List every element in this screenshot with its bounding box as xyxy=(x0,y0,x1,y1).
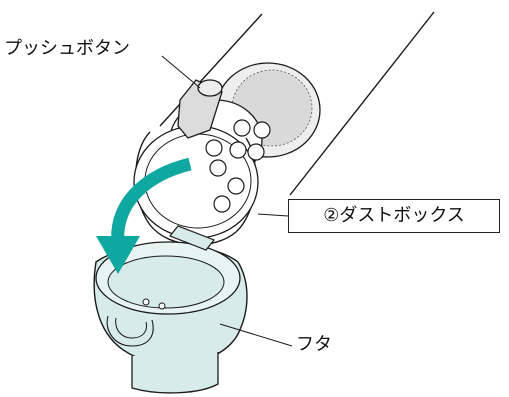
lid-label: フタ xyxy=(296,334,332,355)
push-button-leader xyxy=(161,55,201,89)
vacuum-tube xyxy=(159,11,435,196)
lid-leader xyxy=(219,323,293,347)
arrow-head xyxy=(96,236,140,274)
lid-pin xyxy=(158,302,166,310)
lid-pin xyxy=(142,298,150,306)
dust-box-leader xyxy=(257,213,289,217)
hole xyxy=(233,119,251,137)
lid-bottom-cylinder xyxy=(131,352,219,394)
push-button xyxy=(177,79,223,139)
lid-latch-inner xyxy=(115,317,147,339)
hole xyxy=(205,139,223,157)
lid-latch xyxy=(106,315,154,347)
hole xyxy=(213,195,231,213)
arrow-shaft xyxy=(111,157,192,245)
tube-upper-edge xyxy=(159,13,263,127)
tube-lower-edge xyxy=(289,11,435,196)
lid-hinge xyxy=(169,225,215,251)
push-button-label: プッシュボタン xyxy=(4,38,130,59)
hole xyxy=(253,121,271,139)
dust-box-label: ②ダストボックス xyxy=(288,199,500,233)
hole xyxy=(229,141,247,159)
push-button-top xyxy=(197,79,223,97)
hole xyxy=(209,159,227,177)
lid-inner-ring xyxy=(107,255,225,309)
hole xyxy=(227,177,245,195)
curved-arrow-icon xyxy=(96,157,192,274)
hole xyxy=(247,143,265,161)
lid xyxy=(93,225,248,394)
